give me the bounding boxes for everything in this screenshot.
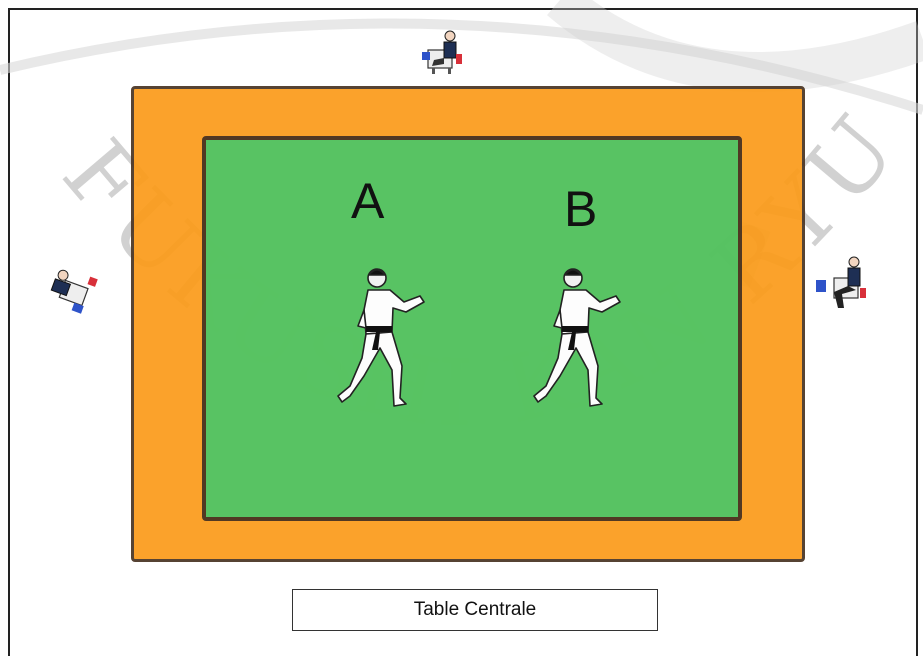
judge-icon: [812, 252, 872, 312]
red-flag-icon: [860, 288, 866, 298]
blue-flag-icon: [816, 280, 826, 292]
competitor-a-label: A: [351, 176, 384, 226]
red-flag-icon: [88, 277, 98, 287]
judge-icon: [44, 266, 104, 318]
judge-icon: [418, 28, 466, 76]
karateka-icon: [532, 266, 632, 408]
karateka-icon: [336, 266, 436, 408]
competitor-b-label: B: [564, 184, 597, 234]
central-table-box: Table Centrale: [292, 589, 658, 631]
competition-mat: [202, 136, 742, 521]
red-flag-icon: [456, 54, 462, 64]
blue-flag-icon: [422, 52, 430, 60]
central-table-label: Table Centrale: [414, 599, 537, 621]
